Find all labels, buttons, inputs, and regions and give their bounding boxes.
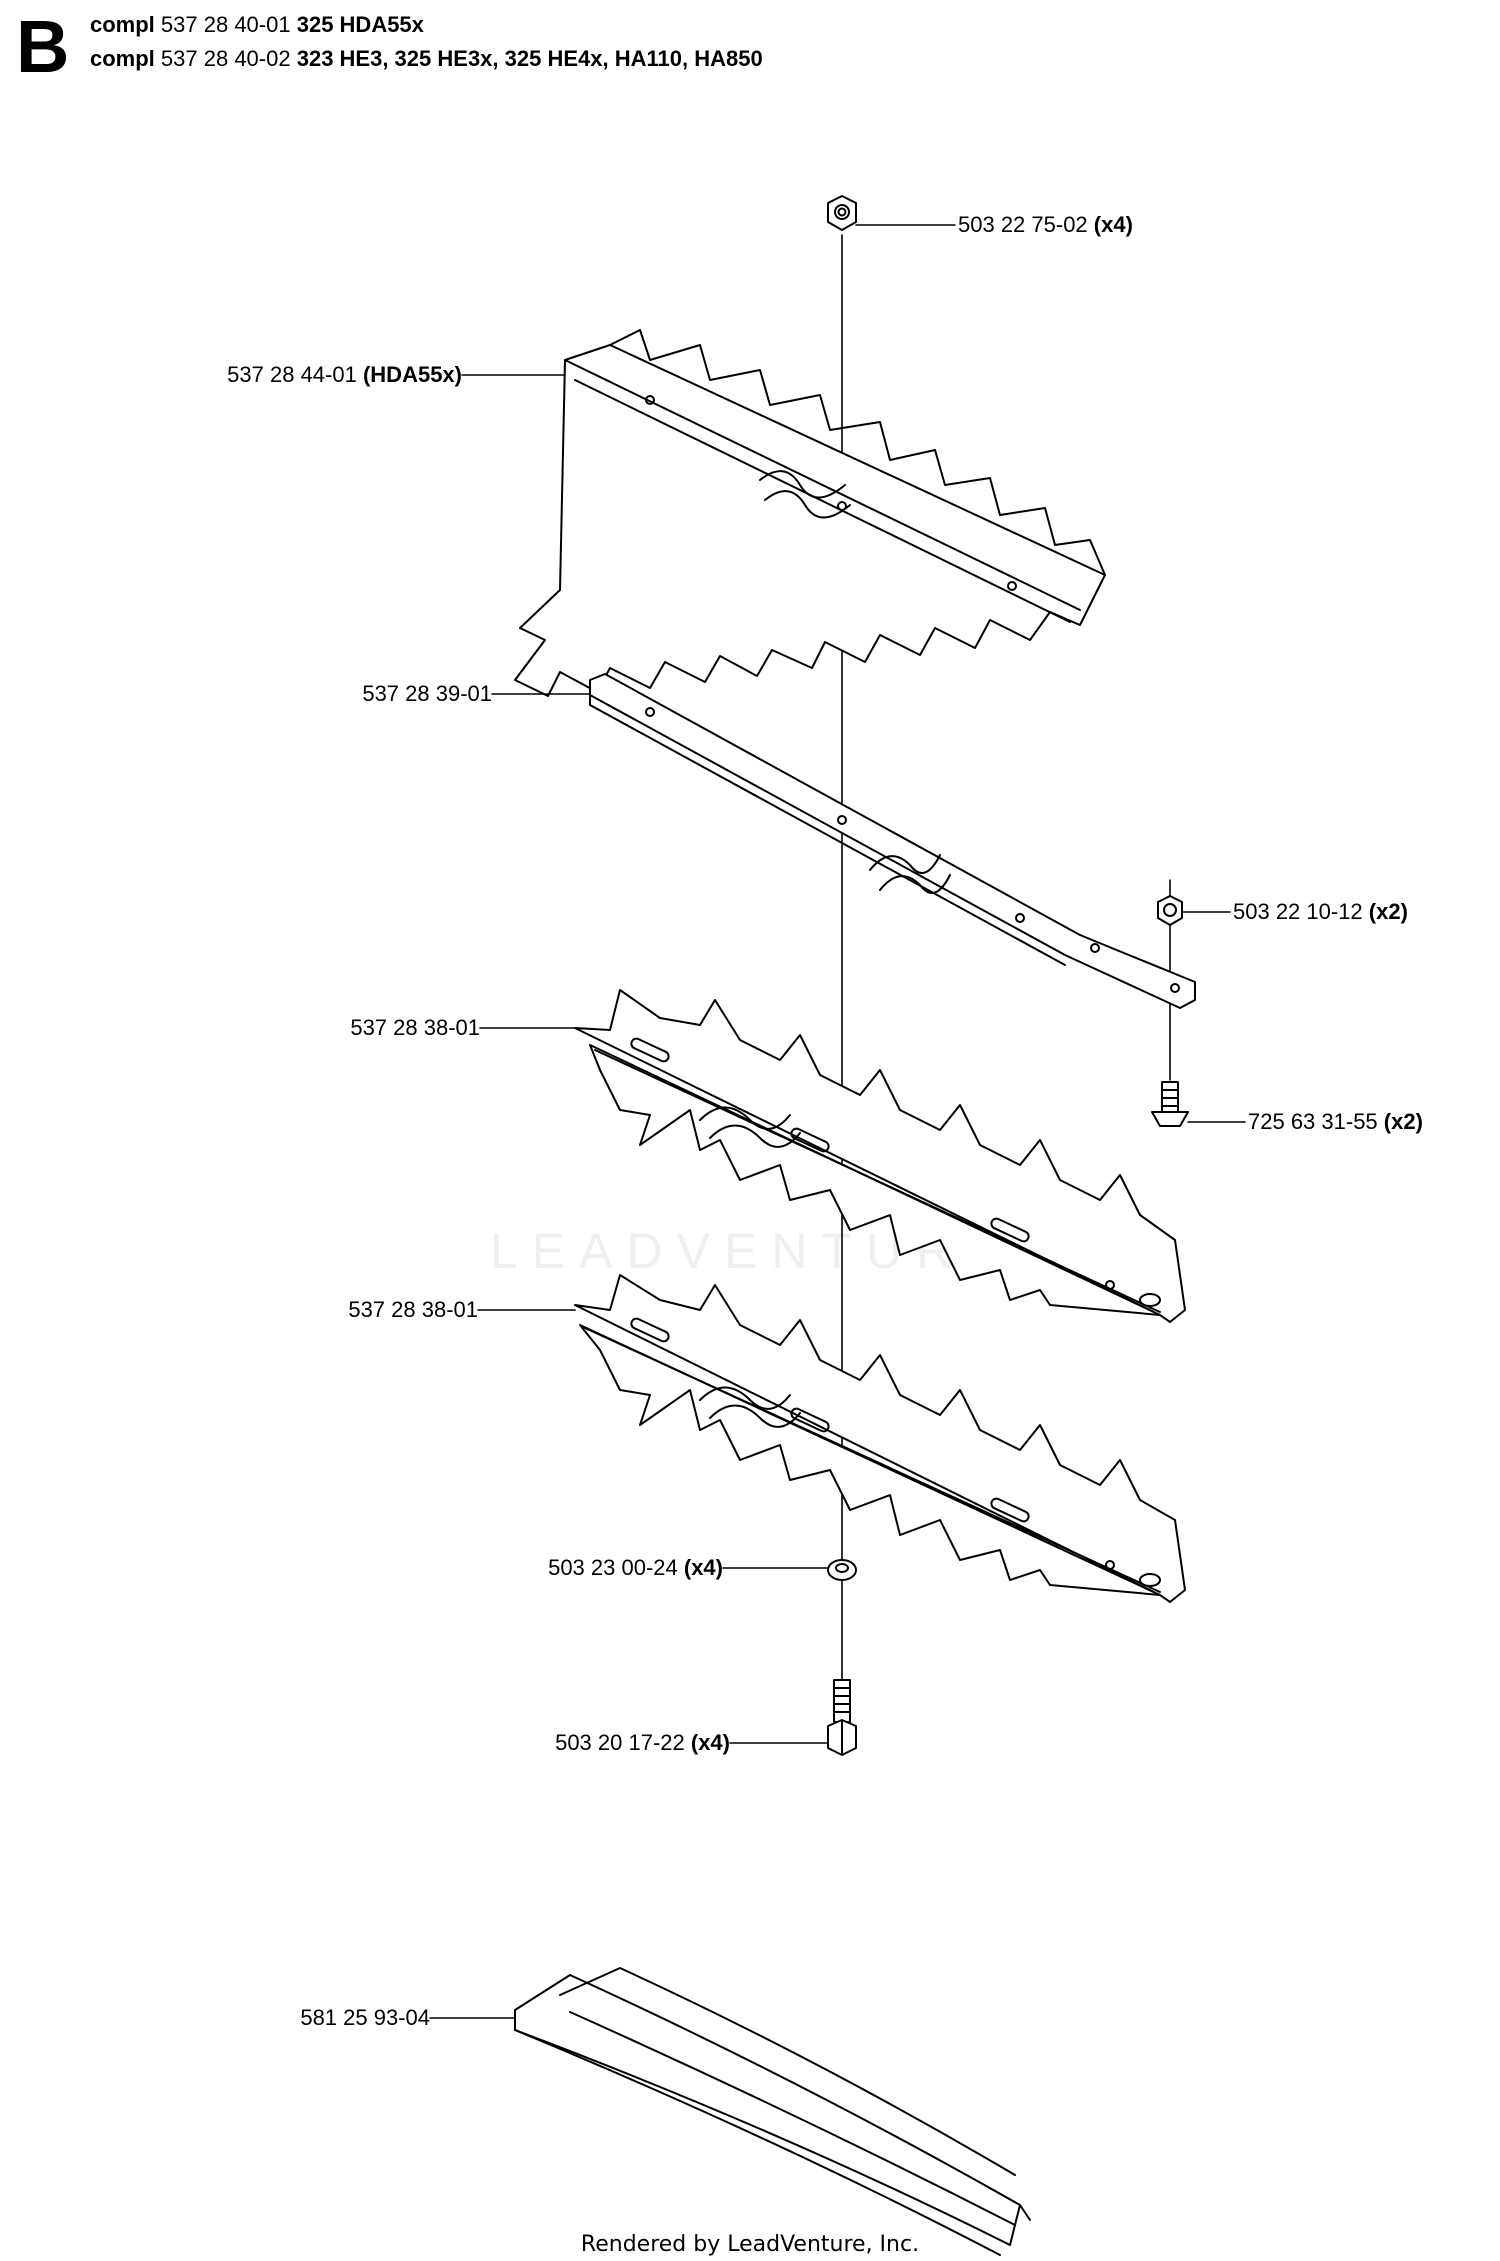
header-prefix: compl (90, 46, 155, 71)
footer-credit: Rendered by LeadVenture, Inc. (580, 2232, 920, 2257)
countersunk-screw (1151, 1081, 1189, 1127)
blade-lower (574, 1274, 1186, 1603)
header-line-2: compl 537 28 40-02 323 HE3, 325 HE3x, 32… (90, 48, 763, 70)
hex-nut-top (827, 195, 857, 231)
hex-nut-side (1157, 895, 1183, 926)
label-screw-side: 725 63 31-55 (x2) (1248, 1109, 1423, 1134)
label-blade-lower: 537 28 38-01 (348, 1297, 478, 1322)
label-blade-guard: 581 25 93-04 (300, 2005, 430, 2030)
header-part-number: 537 28 40-02 (160, 46, 291, 71)
label-bolt: 503 20 17-22 (x4) (555, 1730, 730, 1755)
blade-hda55x (514, 329, 1106, 697)
section-letter: B (16, 5, 70, 88)
label-nut-top: 503 22 75-02 (x4) (958, 212, 1133, 237)
label-nut-side: 503 22 10-12 (x2) (1233, 899, 1408, 924)
washer (827, 1559, 857, 1581)
hex-bolt (827, 1679, 857, 1756)
header-models: 323 HE3, 325 HE3x, 325 HE4x, HA110, HA85… (296, 46, 763, 71)
guide-bar (589, 673, 1196, 1009)
leader-lines (429, 224, 1246, 2019)
label-blade-hda55x: 537 28 44-01 (HDA55x) (227, 362, 462, 387)
header-models: 325 HDA55x (296, 12, 424, 37)
header-part-number: 537 28 40-01 (160, 12, 291, 37)
header-prefix: compl (90, 12, 155, 37)
blade-upper (574, 989, 1186, 1323)
label-washer: 503 23 00-24 (x4) (548, 1555, 723, 1580)
label-blade-upper: 537 28 38-01 (350, 1015, 480, 1040)
blade-guard (514, 1967, 1031, 2256)
header-line-1: compl 537 28 40-01 325 HDA55x (90, 14, 424, 36)
label-guide-bar: 537 28 39-01 (362, 681, 492, 706)
